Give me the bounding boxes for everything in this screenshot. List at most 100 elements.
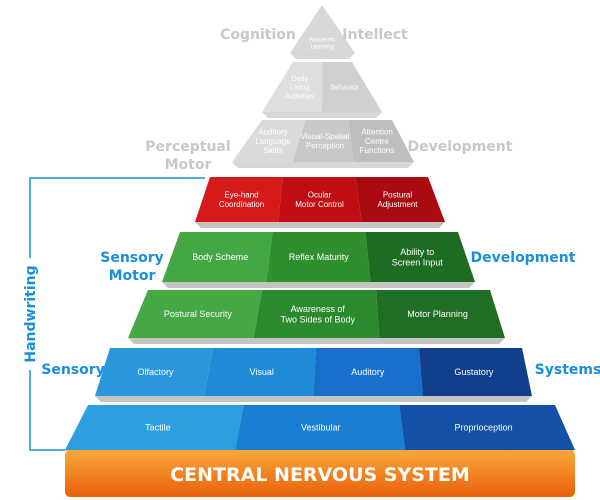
layer-blue2: Tactile Vestibular Proprioception — [65, 405, 575, 456]
cell-blue2-2 — [399, 405, 575, 450]
layer-shadow — [262, 112, 382, 118]
label-sensory: Sensory — [41, 362, 105, 378]
cell-label: Visual — [250, 367, 274, 377]
label-intellect: Intellect — [342, 27, 408, 43]
cell-label-line: Proprioception — [455, 423, 513, 433]
label-cognition: Cognition — [220, 27, 296, 43]
cell-label-line: Tactile — [145, 423, 171, 433]
layer-shadow — [290, 53, 355, 59]
cell-label-line: Motor Planning — [407, 309, 468, 319]
cell-label-line: Postural Security — [164, 309, 233, 319]
cell-blue2-0 — [65, 405, 244, 450]
cell-label-line: Vestibular — [301, 423, 341, 433]
layer-shadow — [232, 162, 414, 168]
cell-label-line: Auditory — [258, 128, 287, 137]
cell-label-line: Olfactory — [138, 367, 175, 377]
label-development: Development — [471, 250, 576, 266]
cell-label-line: Ocular — [308, 191, 332, 200]
cell-perceptual-1 — [292, 120, 354, 162]
label-motor: Motor — [109, 268, 156, 284]
layer-blue1: Olfactory Visual Auditory Gustatory — [95, 348, 532, 402]
cell-daily-1 — [322, 62, 382, 112]
cell-label: Motor Planning — [407, 309, 468, 319]
label-handwriting: Handwriting — [23, 265, 39, 362]
cell-label-line: Language — [255, 137, 291, 146]
cell-label-line: Academic — [309, 38, 335, 44]
cell-label-line: Coordination — [219, 200, 264, 209]
cell-green1-1 — [266, 232, 371, 282]
cell-label-line: Perception — [306, 141, 344, 150]
cell-label-line: Auditory — [351, 367, 385, 377]
cell-label-line: Visual-Spatial — [301, 132, 350, 141]
cell-label-line: Reflex Maturity — [289, 252, 350, 262]
cell-label: Reflex Maturity — [289, 252, 350, 262]
cell-label: Postural Security — [164, 309, 233, 319]
cell-green1-0 — [162, 232, 273, 282]
cell-label-line: Centre — [365, 137, 390, 146]
cell-academic-0 — [290, 5, 355, 53]
label-systems: Systems — [535, 362, 600, 378]
cell-label: Body Scheme — [192, 252, 248, 262]
bracket-gap — [18, 258, 42, 370]
cell-red-2 — [355, 177, 445, 222]
cell-label-line: Screen Input — [392, 257, 444, 267]
cns-base — [65, 450, 575, 497]
cell-blue1-1 — [204, 348, 316, 396]
cell-perceptual-0 — [232, 120, 306, 162]
cell-label-line: Body Scheme — [192, 252, 248, 262]
cell-red-1 — [278, 177, 362, 222]
cell-daily-0 — [262, 62, 323, 112]
cell-label-line: Attention — [361, 128, 393, 137]
cell-label-line: Daily — [292, 74, 309, 83]
cell-green2-2 — [376, 290, 505, 338]
cell-blue1-2 — [313, 348, 423, 396]
cell-label-line: Learning — [311, 45, 334, 51]
cell-blue1-0 — [95, 348, 213, 396]
cell-label-line: Ability to — [400, 247, 434, 257]
cell-label-line: Functions — [360, 146, 395, 155]
cell-green2-1 — [253, 290, 380, 338]
cell-blue2-1 — [235, 405, 405, 450]
cell-label-line: Visual — [250, 367, 274, 377]
cell-label: Behavior — [330, 83, 360, 92]
cell-label-line: Postural — [383, 191, 413, 200]
label-sensory-motor: Sensory — [100, 250, 164, 266]
cell-label-line: Adjustment — [377, 200, 418, 209]
label-perceptual: Perceptual — [145, 139, 230, 155]
cell-label: Olfactory — [138, 367, 175, 377]
cell-label: Tactile — [145, 423, 171, 433]
layer-shadow — [162, 282, 475, 288]
cell-label-line: Activities — [285, 91, 315, 100]
cell-label-line: Behavior — [330, 83, 360, 92]
cell-label: Proprioception — [455, 423, 513, 433]
label-development-top: Development — [408, 139, 513, 155]
layer-shadow — [128, 338, 505, 344]
cell-label-line: Eye-hand — [224, 191, 258, 200]
cell-label-line: Awareness of — [291, 304, 346, 314]
label-motor-top: Motor — [165, 157, 212, 173]
layer-shadow — [95, 396, 532, 402]
layer-shadow — [195, 222, 445, 228]
cell-label: Gustatory — [454, 367, 494, 377]
cell-green1-2 — [365, 232, 475, 282]
cell-label-line: Motor Control — [295, 200, 344, 209]
cell-label: Vestibular — [301, 423, 341, 433]
cell-perceptual-2 — [348, 120, 414, 162]
cell-label: Auditory — [351, 367, 385, 377]
